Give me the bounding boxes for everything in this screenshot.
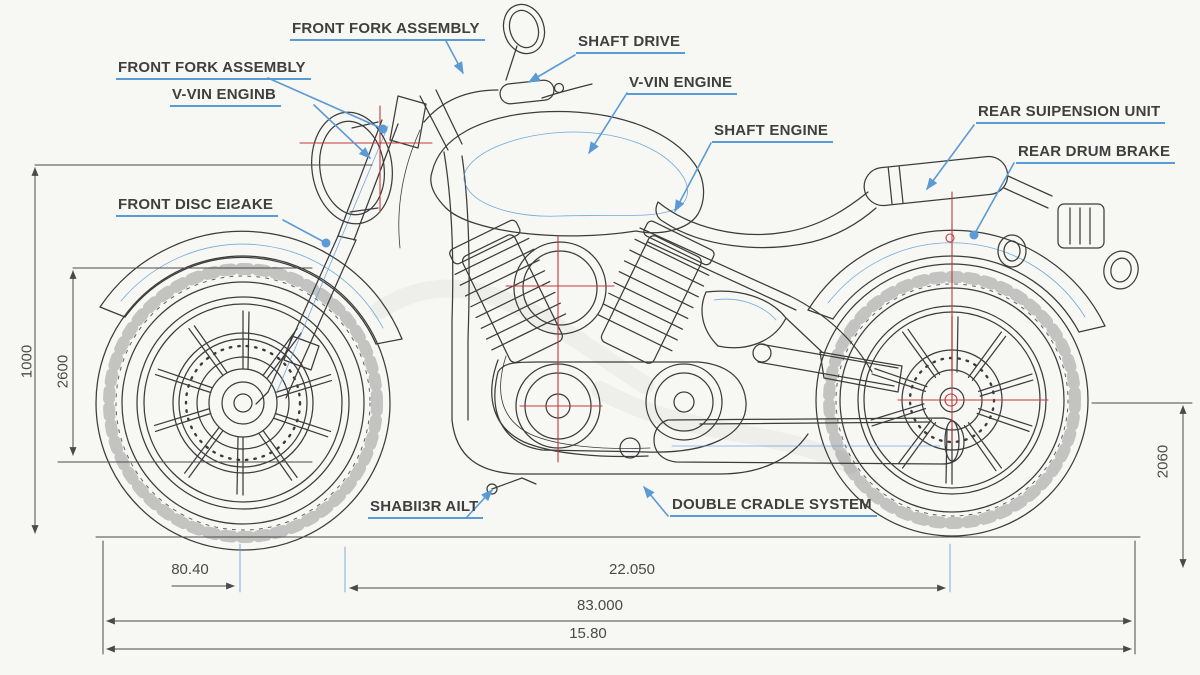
frame-drawing (443, 151, 903, 495)
label-rear-drum-brake: REAR DRUM BRAKE (1016, 143, 1176, 164)
dimension-overall-b: 15.80 (569, 625, 607, 642)
label-v-vin-engine-left: V-VIN ENGINB (170, 86, 282, 107)
label-rear-suspension-unit: REAR SUIPENSION UNIT (976, 103, 1166, 124)
dimension-left-outer: 1000 (18, 344, 36, 379)
dimension-axle-span: 22.050 (609, 561, 655, 578)
centerlines (299, 105, 1049, 463)
dimension-overall-a: 83.000 (577, 597, 623, 614)
steering-neck-drawing (419, 89, 463, 151)
label-front-disc-brake: FRONT DISC EIƧAKE (116, 196, 279, 217)
label-front-fork-assembly-left: FRONT FORK ASSEMBLY (116, 59, 311, 80)
watermark (371, 279, 859, 474)
dimension-lines (31, 164, 1193, 655)
label-v-vin-engine-right: V-VIN ENGINE (627, 74, 738, 95)
dimension-right: 2060 (1154, 444, 1172, 479)
leader-lines (267, 40, 1015, 519)
dimension-front-segment: 80.40 (171, 561, 209, 578)
seat-drawing (655, 155, 1009, 249)
label-shaft-engine: SHAFT ENGINE (712, 122, 834, 143)
rear-fender-drawing (807, 175, 1139, 333)
label-front-fork-assembly-top: FRONT FORK ASSEMBLY (290, 20, 485, 41)
front-fender-drawing (99, 230, 403, 345)
tank-drawing (430, 110, 705, 237)
exhaust-drawing (653, 417, 965, 465)
label-shaft-drive: SHAFT DRIVE (576, 33, 686, 54)
label-double-cradle-system: DOUBLE CRADLE SYSTEM (670, 496, 877, 517)
front-fork-drawing (255, 3, 593, 405)
label-shadier-ailt: SHABII3R AILT (368, 498, 484, 519)
dimension-left-inner: 2600 (54, 354, 72, 389)
